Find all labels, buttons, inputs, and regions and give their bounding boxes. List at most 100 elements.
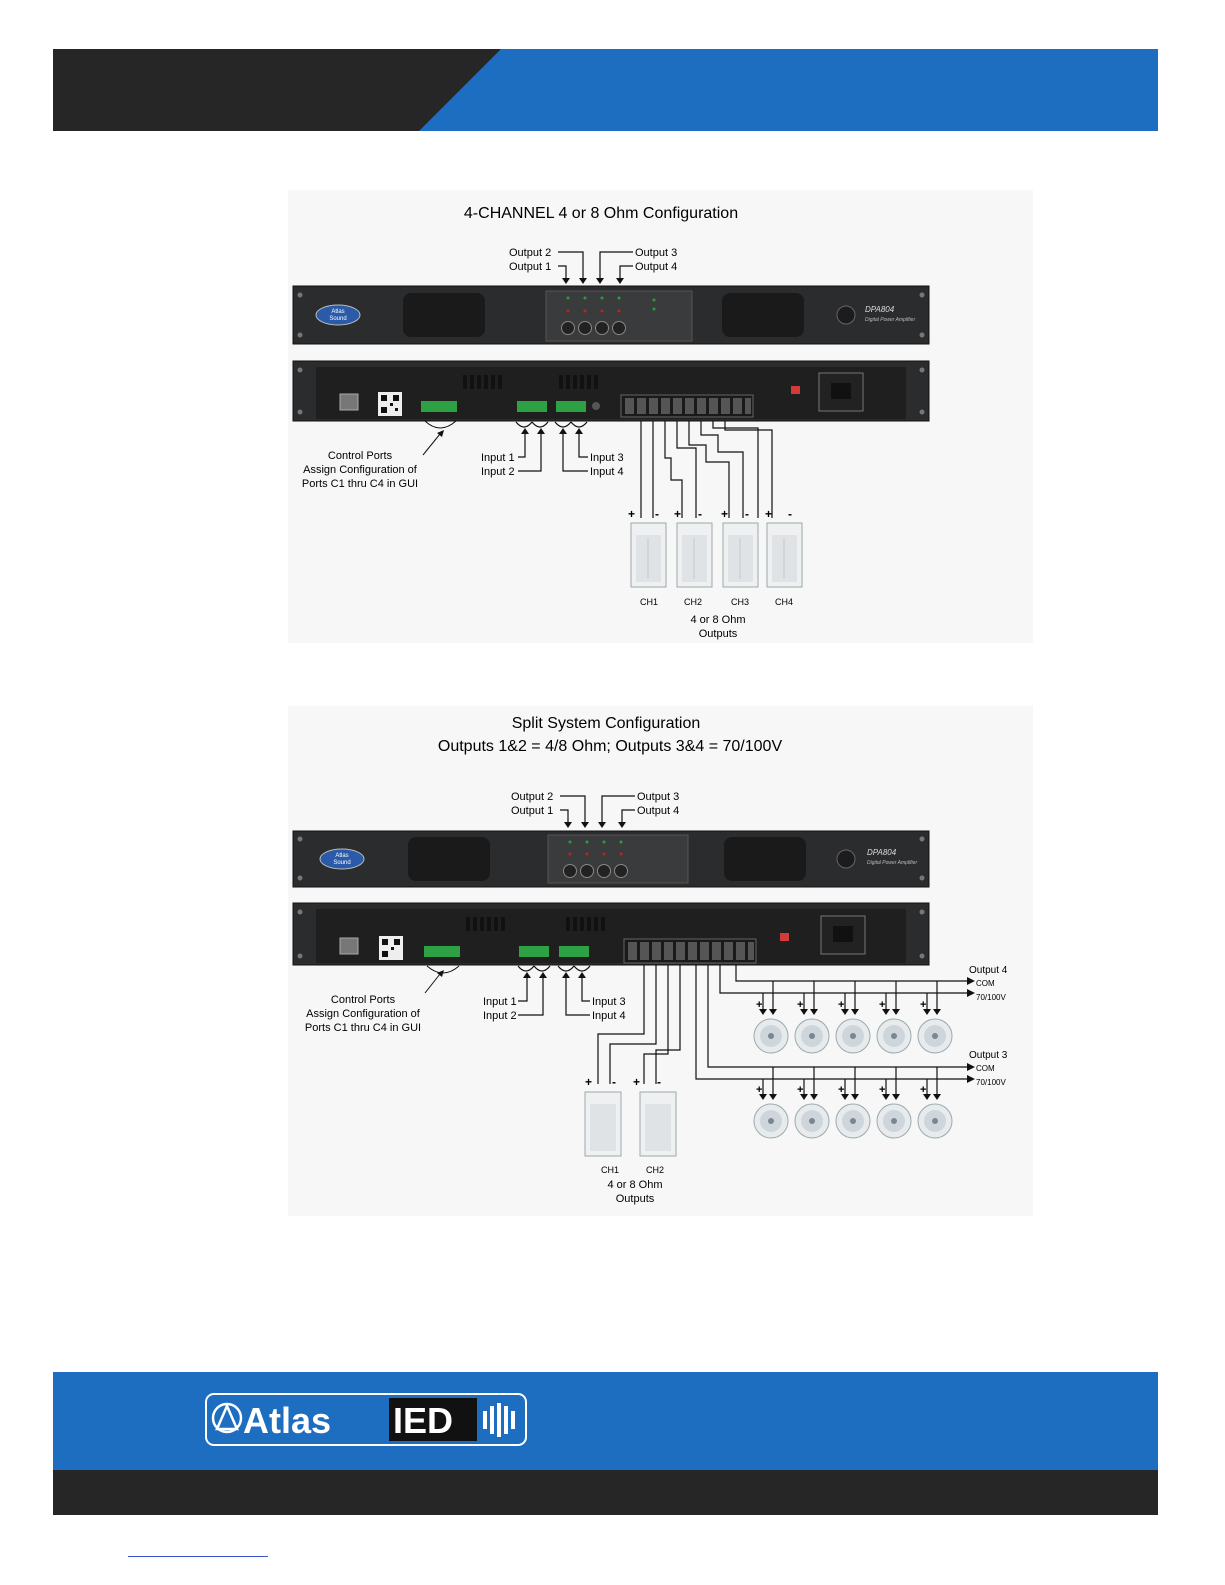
svg-text:+: + — [920, 1084, 926, 1096]
svg-text:Input 4: Input 4 — [592, 1010, 626, 1022]
output-arrows — [558, 251, 633, 280]
diagram-4-channel: 4-CHANNEL 4 or 8 Ohm Configuration Outpu… — [288, 190, 1033, 643]
svg-text:COM: COM — [976, 979, 995, 988]
svg-text:Output 4: Output 4 — [637, 805, 679, 817]
svg-text:Atlas: Atlas — [335, 853, 348, 859]
svg-text:-: - — [612, 1075, 616, 1089]
svg-text:+: + — [756, 1084, 762, 1096]
svg-text:4 or 8 Ohm: 4 or 8 Ohm — [690, 614, 745, 626]
line-output-4 — [719, 965, 971, 1013]
svg-text:-: - — [655, 507, 659, 521]
atlasied-logo: Atlas IED — [205, 1393, 527, 1446]
amplifier-front-panel: Atlas Sound DPA804 Digital Power Amplifi… — [292, 285, 930, 345]
input-2-label: Input 2 — [481, 466, 515, 478]
svg-text:70/100V: 70/100V — [976, 1078, 1006, 1087]
speaker-wires — [640, 421, 773, 518]
power-button — [836, 305, 856, 325]
svg-text:Digital Power Amplifier: Digital Power Amplifier — [867, 860, 917, 866]
svg-text:Ports C1 thru C4 in GUI: Ports C1 thru C4 in GUI — [305, 1022, 421, 1034]
output-arrowheads — [562, 278, 624, 284]
svg-text:Outputs: Outputs — [616, 1193, 655, 1205]
svg-text:-: - — [745, 507, 749, 521]
svg-text:+: + — [879, 1084, 885, 1096]
amplifier-rear-panel — [292, 902, 930, 966]
svg-text:70/100V: 70/100V — [976, 993, 1006, 1002]
svg-text:Input 3: Input 3 — [592, 996, 626, 1008]
svg-text:Atlas: Atlas — [331, 309, 344, 315]
svg-text:Atlas: Atlas — [243, 1400, 331, 1441]
red-switch — [791, 386, 800, 394]
output-2-label: Output 2 — [509, 247, 551, 259]
left-vent-grille — [403, 293, 485, 337]
svg-text:+: + — [585, 1075, 592, 1089]
svg-text:Control Ports: Control Ports — [328, 450, 393, 462]
control-ports-label: Control Ports Assign Configuration of Po… — [302, 450, 418, 490]
input-4-label: Input 4 — [590, 466, 624, 478]
svg-text:Input 2: Input 2 — [483, 1010, 517, 1022]
svg-text:+: + — [628, 507, 635, 521]
polarity-marks: +- +- +- +- — [628, 507, 792, 521]
svg-text:+: + — [797, 999, 803, 1011]
svg-text:+: + — [838, 1084, 844, 1096]
diagram-title: Split System Configuration — [512, 715, 701, 732]
svg-text:CH2: CH2 — [684, 597, 702, 607]
input-3-label: Input 3 — [590, 452, 624, 464]
svg-text:Output 3: Output 3 — [637, 791, 679, 803]
brand-badge — [315, 304, 361, 326]
svg-text:+: + — [633, 1075, 640, 1089]
svg-text:+: + — [674, 507, 681, 521]
svg-text:Output 2: Output 2 — [511, 791, 553, 803]
input-1-label: Input 1 — [481, 452, 515, 464]
box-speakers — [630, 522, 803, 588]
svg-text:CH1: CH1 — [601, 1165, 619, 1175]
svg-text:CH1: CH1 — [640, 597, 658, 607]
output-labels: Output 2 Output 1 Output 3 Output 4 — [509, 247, 677, 273]
outputs-caption: 4 or 8 Ohm Outputs — [690, 614, 745, 640]
svg-text:Assign Configuration of: Assign Configuration of — [303, 464, 418, 476]
page-header-banner — [53, 49, 1158, 131]
box-speakers — [584, 1091, 677, 1157]
ceiling-speakers-row-1 — [753, 1018, 953, 1054]
svg-text:-: - — [698, 507, 702, 521]
svg-text:+: + — [721, 507, 728, 521]
amplifier-front-panel: Atlas Sound DPA804 Digital Power Amplifi… — [292, 830, 930, 888]
svg-text:-: - — [657, 1075, 661, 1089]
svg-text:+: + — [797, 1084, 803, 1096]
diagram-split-system: Split System Configuration Outputs 1&2 =… — [288, 706, 1033, 1216]
svg-text:Output 1: Output 1 — [511, 805, 553, 817]
svg-text:CH2: CH2 — [646, 1165, 664, 1175]
channel-labels: CH1 CH2 CH3 CH4 — [640, 597, 793, 607]
footer-link-underline — [128, 1556, 268, 1557]
right-vent-grille — [722, 293, 804, 337]
input-1-2-block — [517, 401, 547, 412]
svg-text:+: + — [920, 999, 926, 1011]
svg-text:Sound: Sound — [329, 316, 346, 322]
ethernet-port — [339, 393, 359, 411]
svg-text:Ports C1 thru C4 in GUI: Ports C1 thru C4 in GUI — [302, 478, 418, 490]
input-3-4-block — [556, 401, 586, 412]
svg-text:IED: IED — [393, 1400, 453, 1441]
svg-text:Assign Configuration of: Assign Configuration of — [306, 1008, 421, 1020]
svg-text:Outputs: Outputs — [699, 628, 738, 640]
model-label: DPA804 — [865, 305, 895, 314]
control-port-block — [421, 401, 457, 412]
svg-text:Output 4: Output 4 — [969, 965, 1008, 976]
diagram-subtitle: Outputs 1&2 = 4/8 Ohm; Outputs 3&4 = 70/… — [438, 738, 783, 755]
diagram-title: 4-CHANNEL 4 or 8 Ohm Configuration — [464, 205, 738, 222]
svg-text:Digital Power Amplifier: Digital Power Amplifier — [865, 317, 915, 323]
ceiling-speakers-row-2 — [753, 1103, 953, 1139]
svg-text:+: + — [756, 999, 762, 1011]
svg-text:CH3: CH3 — [731, 597, 749, 607]
amplifier-rear-panel — [292, 360, 930, 422]
svg-text:Output 3: Output 3 — [969, 1050, 1008, 1061]
footer-dark-band — [53, 1470, 1158, 1515]
svg-text:DPA804: DPA804 — [867, 848, 897, 857]
footer-blue-band — [53, 1372, 1158, 1470]
svg-text:Input 1: Input 1 — [483, 996, 517, 1008]
svg-text:+: + — [765, 507, 772, 521]
svg-text:CH4: CH4 — [775, 597, 793, 607]
svg-text:+: + — [879, 999, 885, 1011]
svg-text:Sound: Sound — [333, 860, 350, 866]
output-4-label: Output 4 — [635, 261, 677, 273]
output-3-label: Output 3 — [635, 247, 677, 259]
